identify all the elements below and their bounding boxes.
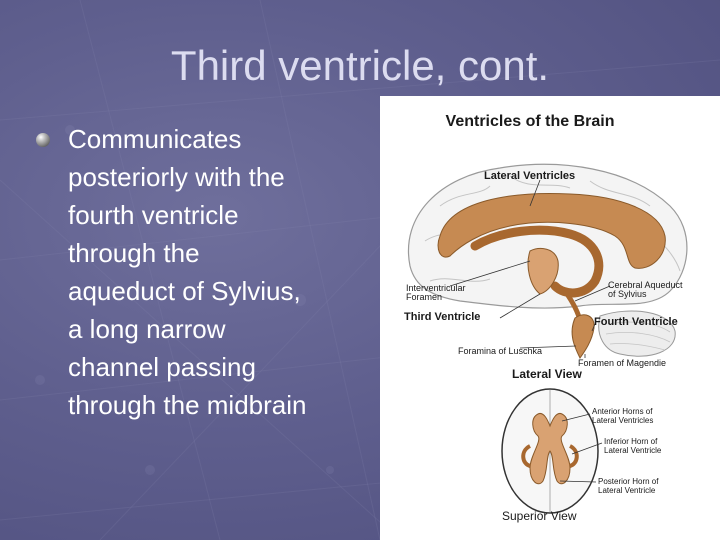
label-interventricular-foramen-1: Interventricular: [406, 283, 466, 293]
label-foramina-of-luschka: Foramina of Luschka: [458, 346, 542, 356]
cerebellum-folia: [605, 321, 671, 351]
bullet-text: Communicates posteriorly with the fourth…: [68, 124, 307, 420]
figure-heading: Ventricles of the Brain: [446, 113, 615, 130]
label-posterior-horn-1: Posterior Horn of: [598, 477, 659, 486]
label-cerebral-aqueduct-2: of Sylvius: [608, 289, 647, 299]
ventricles-superior-shape: [529, 412, 571, 485]
inferior-horn-right: [568, 444, 579, 468]
inferior-horn-left: [521, 444, 532, 468]
label-anterior-horns-1: Anterior Horns of: [592, 407, 653, 416]
inferior-horn-shape: [470, 225, 604, 298]
label-inferior-horn-2: Lateral Ventricle: [604, 446, 662, 455]
leader-lines-superior: [559, 413, 603, 483]
fourth-ventricle-shape: [571, 314, 595, 359]
bullet-sphere-icon: [36, 133, 50, 147]
label-lateral-ventricles: Lateral Ventricles: [484, 170, 575, 182]
label-superior-view: Superior View: [502, 509, 577, 523]
label-fourth-ventricle: Fourth Ventricle: [594, 316, 678, 328]
label-posterior-horn-2: Lateral Ventricle: [598, 486, 656, 495]
slide-title: Third ventricle, cont.: [170, 42, 550, 89]
label-inferior-horn-1: Inferior Horn of: [604, 437, 658, 446]
brain-ventricles-diagram: Ventricles of the Brain: [404, 113, 688, 523]
label-cerebral-aqueduct-1: Cerebral Aqueduct: [608, 280, 683, 290]
label-third-ventricle: Third Ventricle: [404, 311, 480, 323]
label-foramen-of-magendie: Foramen of Magendie: [578, 358, 666, 368]
label-anterior-horns-2: Lateral Ventricles: [592, 416, 653, 425]
leader-lines-lateral: [449, 179, 611, 358]
label-lateral-view: Lateral View: [512, 367, 582, 381]
brain-ventricles-figure: Ventricles of the Brain: [380, 96, 720, 540]
lateral-ventricles-shape: [437, 193, 666, 269]
label-interventricular-foramen-2: Foramen: [406, 292, 442, 302]
third-ventricle-shape: [527, 248, 559, 295]
